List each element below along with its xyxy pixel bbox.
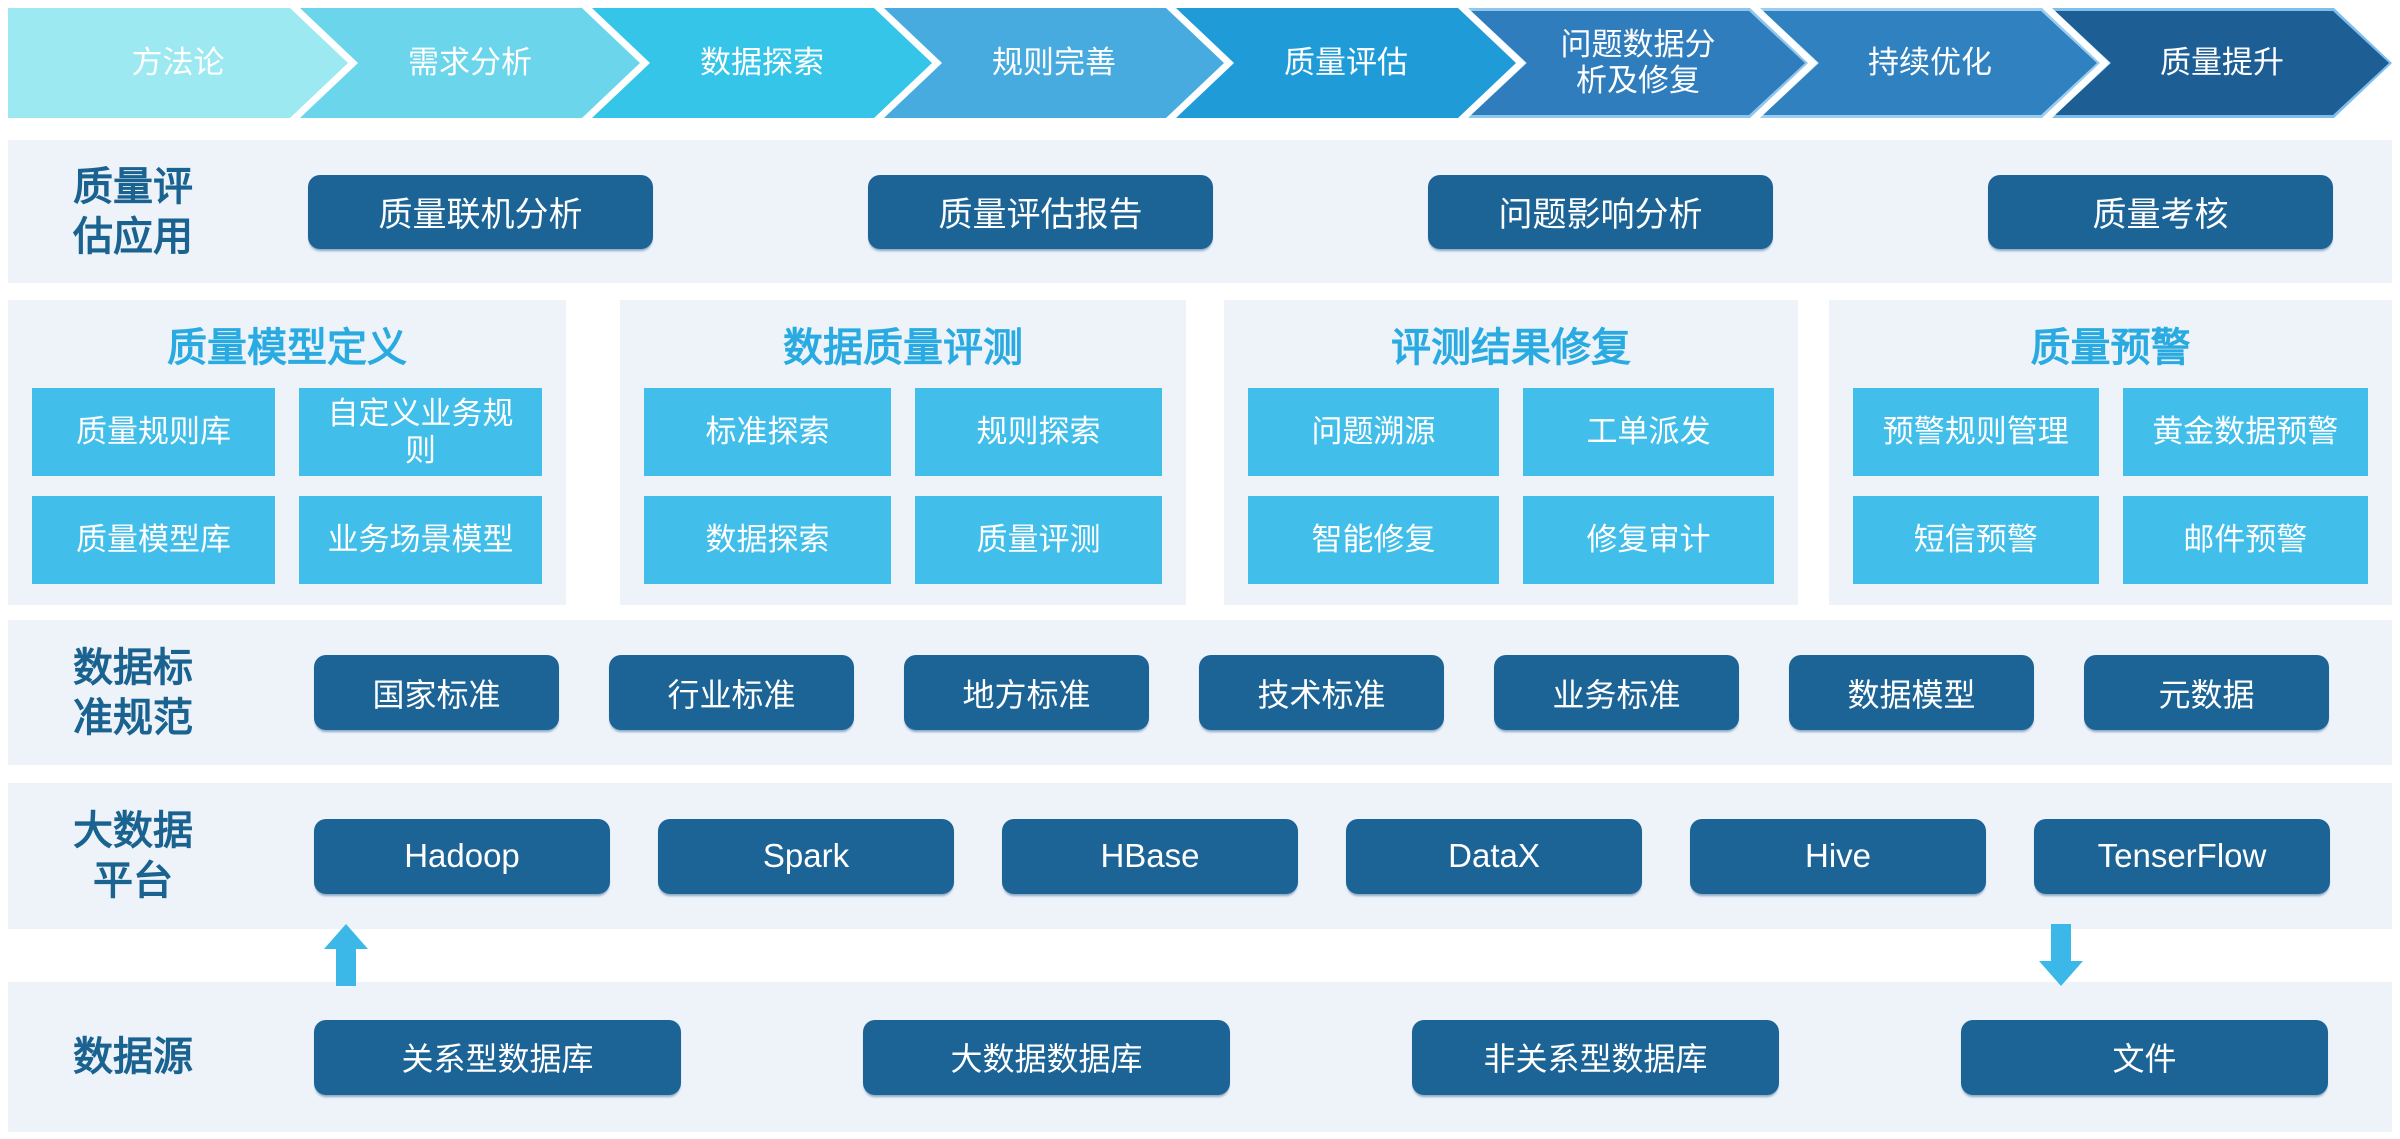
standard-box: 数据模型 bbox=[1789, 655, 2034, 730]
flow-step: 需求分析 bbox=[300, 8, 640, 118]
platform-box: TenserFlow bbox=[2034, 818, 2330, 894]
standard-box: 地方标准 bbox=[904, 655, 1149, 730]
panel-box: 黄金数据预警 bbox=[2122, 388, 2368, 476]
flow-step-label: 数据探索 bbox=[700, 45, 824, 81]
flow-step-label: 问题数据分 析及修复 bbox=[1560, 27, 1716, 98]
panel-grid: 问题溯源 工单派发 智能修复 修复审计 bbox=[1224, 388, 1798, 584]
quality-apps-band: 质量评 估应用 质量联机分析 质量评估报告 问题影响分析 质量考核 bbox=[8, 140, 2392, 283]
band-label: 数据源 bbox=[73, 1035, 193, 1079]
source-box: 关系型数据库 bbox=[314, 1019, 681, 1095]
panel: 数据质量评测 标准探索 规则探索 数据探索 质量评测 bbox=[620, 300, 1186, 605]
band-label: 大数据 平台 bbox=[73, 809, 193, 903]
standard-box: 业务标准 bbox=[1494, 655, 1739, 730]
platform-box: Spark bbox=[658, 818, 954, 894]
app-box: 质量考核 bbox=[1988, 174, 2333, 249]
panel-title: 质量预警 bbox=[2030, 326, 2191, 370]
panel-box: 质量评测 bbox=[915, 496, 1162, 584]
panel-box: 工单派发 bbox=[1523, 388, 1774, 476]
platform-box: Hadoop bbox=[314, 818, 610, 894]
flow-step: 质量评估 bbox=[1176, 8, 1516, 118]
flow-step: 方法论 bbox=[8, 8, 348, 118]
panel-grid: 预警规则管理 黄金数据预警 短信预警 邮件预警 bbox=[1829, 388, 2392, 584]
panel-box: 智能修复 bbox=[1248, 496, 1499, 584]
panel-box: 数据探索 bbox=[644, 496, 891, 584]
standard-box: 技术标准 bbox=[1199, 655, 1444, 730]
panel: 质量模型定义 质量规则库 自定义业务规 则 质量模型库 业务场景模型 bbox=[8, 300, 566, 605]
platform-box: HBase bbox=[1002, 818, 1298, 894]
platform-band: 大数据 平台 Hadoop Spark HBase DataX Hive Ten… bbox=[8, 783, 2392, 929]
panel-box: 修复审计 bbox=[1523, 496, 1774, 584]
flow-step-label: 质量提升 bbox=[2160, 45, 2284, 81]
app-box: 质量评估报告 bbox=[868, 174, 1213, 249]
panel-box: 短信预警 bbox=[1853, 496, 2099, 584]
down-arrow-icon bbox=[2039, 924, 2083, 986]
source-box: 文件 bbox=[1961, 1019, 2328, 1095]
panel-box: 问题溯源 bbox=[1248, 388, 1499, 476]
flow-step-label: 方法论 bbox=[131, 45, 225, 81]
panel-title: 质量模型定义 bbox=[167, 326, 407, 370]
process-flow: 方法论 需求分析 数据探索 规则完善 质量评估 问题数据分 析及修复 持续优化 bbox=[0, 0, 2400, 118]
flow-step: 持续优化 bbox=[1760, 8, 2100, 118]
panel-title: 评测结果修复 bbox=[1391, 326, 1631, 370]
capability-panels: 质量模型定义 质量规则库 自定义业务规 则 质量模型库 业务场景模型 数据质量评… bbox=[8, 300, 2392, 605]
standard-box: 行业标准 bbox=[609, 655, 854, 730]
flow-step-label: 质量评估 bbox=[1284, 45, 1408, 81]
band-label: 数据标 准规范 bbox=[73, 645, 193, 740]
arrow-gap bbox=[8, 924, 2392, 986]
panel: 质量预警 预警规则管理 黄金数据预警 短信预警 邮件预警 bbox=[1829, 300, 2392, 605]
panel-box: 预警规则管理 bbox=[1853, 388, 2099, 476]
panel-title: 数据质量评测 bbox=[783, 326, 1023, 370]
standards-band: 数据标 准规范 国家标准 行业标准 地方标准 技术标准 业务标准 数据模型 元数… bbox=[8, 620, 2392, 765]
panel-box: 标准探索 bbox=[644, 388, 891, 476]
flow-step-label: 持续优化 bbox=[1868, 45, 1992, 81]
panel-box: 质量规则库 bbox=[32, 388, 275, 476]
source-box: 大数据数据库 bbox=[863, 1019, 1230, 1095]
source-box: 非关系型数据库 bbox=[1412, 1019, 1779, 1095]
flow-step-label: 规则完善 bbox=[992, 45, 1116, 81]
panel-box: 规则探索 bbox=[915, 388, 1162, 476]
standard-box: 元数据 bbox=[2084, 655, 2329, 730]
platform-box: Hive bbox=[1690, 818, 1986, 894]
flow-step-fill bbox=[11, 11, 345, 115]
band-label: 质量评 估应用 bbox=[73, 164, 193, 259]
panel-box: 邮件预警 bbox=[2122, 496, 2368, 584]
flow-step: 规则完善 bbox=[884, 8, 1224, 118]
platform-box: DataX bbox=[1346, 818, 1642, 894]
app-box: 问题影响分析 bbox=[1428, 174, 1773, 249]
standard-box: 国家标准 bbox=[314, 655, 559, 730]
flow-step: 问题数据分 析及修复 bbox=[1468, 8, 1808, 118]
panel-grid: 质量规则库 自定义业务规 则 质量模型库 业务场景模型 bbox=[8, 388, 566, 584]
panel-box: 业务场景模型 bbox=[299, 496, 542, 584]
sources-band: 数据源 关系型数据库 大数据数据库 非关系型数据库 文件 bbox=[8, 982, 2392, 1132]
up-arrow-icon bbox=[324, 924, 368, 986]
panel-box: 自定义业务规 则 bbox=[299, 388, 542, 476]
panel: 评测结果修复 问题溯源 工单派发 智能修复 修复审计 bbox=[1224, 300, 1798, 605]
flow-step: 质量提升 bbox=[2052, 8, 2392, 118]
panel-box: 质量模型库 bbox=[32, 496, 275, 584]
flow-step-label: 需求分析 bbox=[408, 45, 532, 81]
panel-grid: 标准探索 规则探索 数据探索 质量评测 bbox=[620, 388, 1186, 584]
flow-step: 数据探索 bbox=[592, 8, 932, 118]
app-box: 质量联机分析 bbox=[308, 174, 653, 249]
